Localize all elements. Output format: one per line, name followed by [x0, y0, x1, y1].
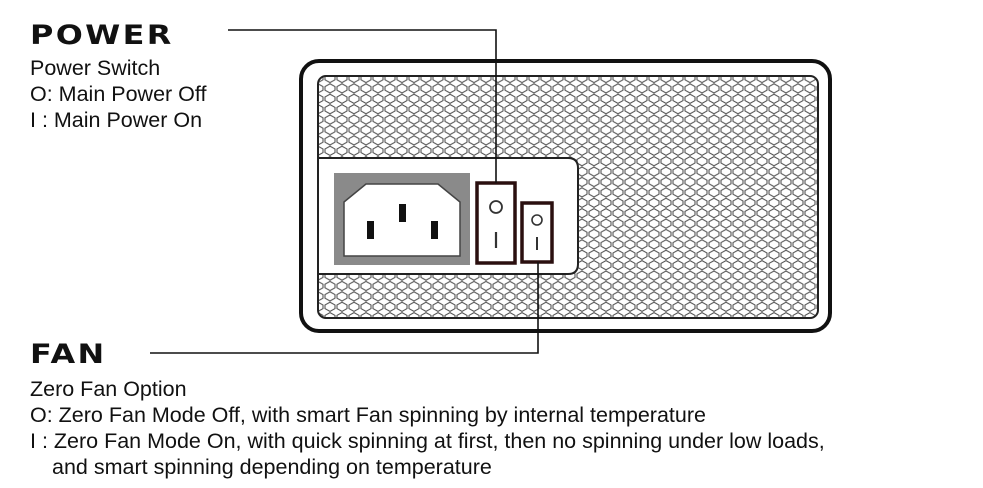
power-line-2: O: Main Power Off — [30, 82, 207, 106]
fan-switch — [520, 201, 554, 264]
ac-socket-pin-center — [399, 204, 406, 222]
power-line-1: Power Switch — [30, 56, 161, 80]
fan-heading: FAN — [30, 339, 107, 370]
power-description: Power Switch O: Main Power Off I : Main … — [30, 55, 206, 133]
power-line-3: I : Main Power On — [30, 108, 203, 132]
power-callout-line — [228, 29, 497, 183]
fan-line-2: O: Zero Fan Mode Off, with smart Fan spi… — [30, 403, 706, 427]
ac-socket-pin-left — [367, 221, 374, 239]
fan-line-1: Zero Fan Option — [30, 377, 187, 401]
power-heading: POWER — [30, 20, 174, 51]
ac-socket-pin-right — [431, 221, 438, 239]
power-switch — [475, 181, 517, 265]
power-switch-off-mark — [489, 200, 503, 214]
fan-line-4: and smart spinning depending on temperat… — [52, 455, 492, 479]
fan-description: Zero Fan Option O: Zero Fan Mode Off, wi… — [30, 376, 825, 480]
fan-switch-off-mark — [531, 214, 543, 226]
fan-callout-line — [150, 262, 539, 354]
fan-line-3: I : Zero Fan Mode On, with quick spinnin… — [30, 429, 825, 453]
